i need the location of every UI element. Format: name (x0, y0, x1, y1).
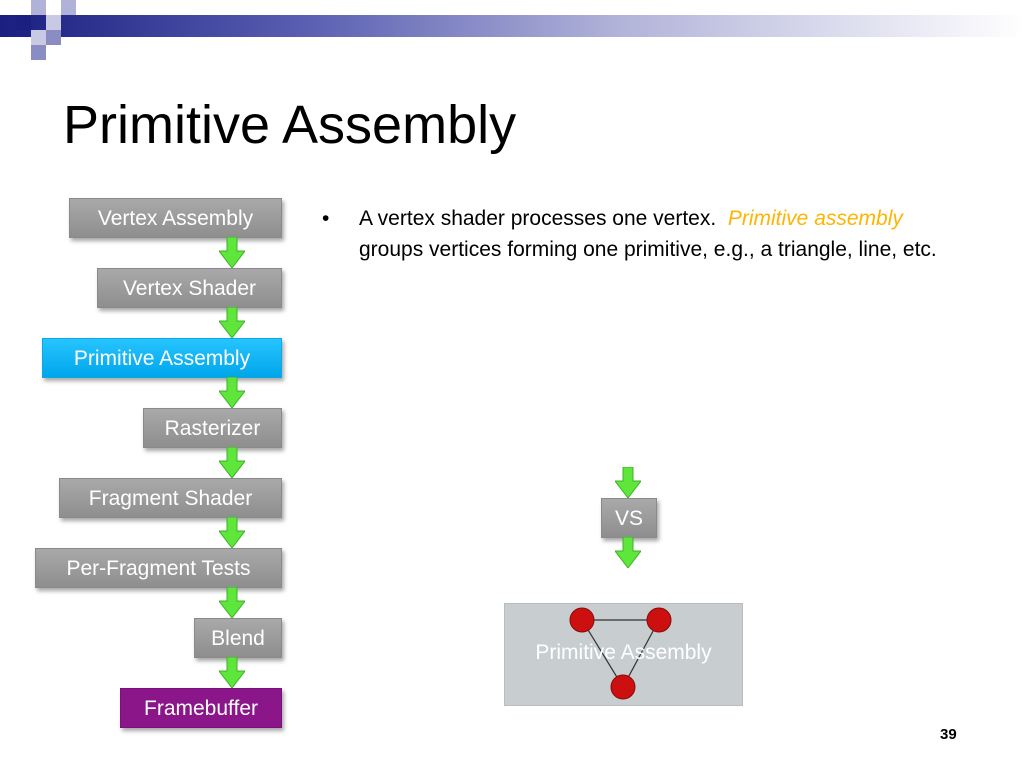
header-square-light (46, 15, 61, 30)
stage-blend: Blend (194, 618, 282, 658)
bullet-highlight: Primitive assembly (727, 207, 903, 230)
stage-rasterizer: Rasterizer (143, 408, 282, 448)
stage-primitive-assembly: Primitive Assembly (42, 338, 282, 378)
bullet-dot: • (322, 207, 330, 230)
vs-box: VS (601, 498, 657, 538)
down-arrow-icon (219, 307, 245, 338)
bullet-text-before: A vertex shader processes one vertex. (359, 207, 717, 230)
header-square-light (61, 0, 76, 15)
stage-fragment-shader: Fragment Shader (59, 478, 282, 518)
bullet-text-after: groups vertices forming one primitive, e… (359, 238, 937, 261)
vertex-dot (569, 607, 595, 633)
page-number: 39 (940, 726, 957, 743)
slide-title: Primitive Assembly (63, 95, 517, 155)
down-arrow-icon (219, 517, 245, 548)
stage-per-fragment-tests: Per-Fragment Tests (35, 548, 282, 588)
stage-framebuffer: Framebuffer (120, 688, 282, 728)
down-arrow-icon (219, 237, 245, 268)
header-gradient-bar (0, 15, 1024, 37)
header-square-light (31, 30, 46, 45)
down-arrow-icon (615, 467, 641, 498)
down-arrow-icon (219, 587, 245, 618)
header-square-dark (16, 15, 31, 30)
triangle-primitive-icon (569, 607, 672, 700)
vertex-dot (646, 607, 672, 633)
down-arrow-icon (219, 377, 245, 408)
primitive-assembly-label: Primitive Assembly (535, 641, 712, 664)
vertex-dot (610, 674, 636, 700)
bullet-text: A vertex shader processes one vertex. Pr… (359, 203, 968, 265)
bullet-point: • A vertex shader processes one vertex. … (318, 203, 968, 265)
header-square-light (31, 0, 46, 15)
stage-vertex-assembly: Vertex Assembly (69, 198, 282, 238)
down-arrow-icon (615, 537, 641, 568)
stage-vertex-shader: Vertex Shader (97, 268, 282, 308)
down-arrow-icon (219, 657, 245, 688)
header-square-mid (31, 45, 46, 60)
header-square-mid (46, 30, 61, 45)
down-arrow-icon (219, 447, 245, 478)
